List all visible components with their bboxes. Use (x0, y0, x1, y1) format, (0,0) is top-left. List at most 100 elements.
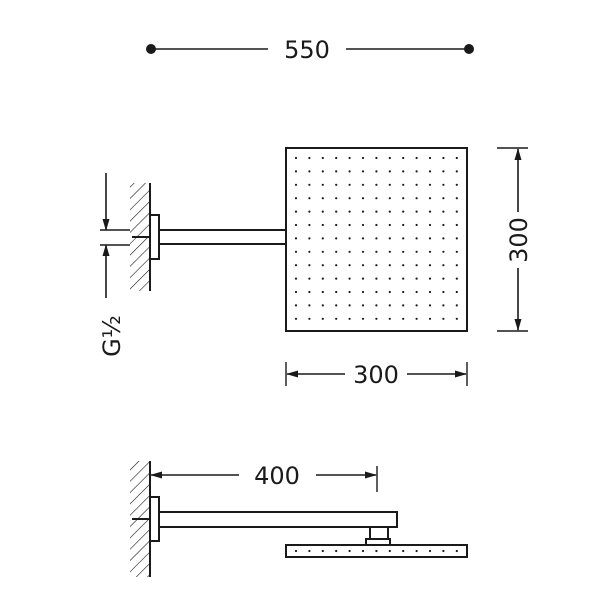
arm-length-label: 400 (254, 462, 300, 490)
nozzle-dot (442, 183, 445, 186)
side-nozzle-dot (428, 549, 432, 553)
nozzle-dot (361, 223, 365, 227)
nozzle-dot (402, 170, 405, 173)
nozzle-dot (335, 237, 338, 240)
nozzle-dot (428, 304, 432, 307)
shower-head-front (285, 147, 468, 332)
nozzle-dot (428, 290, 432, 294)
nozzle-dot (415, 183, 418, 186)
nozzle-dot (294, 250, 298, 253)
overall-width-label: 550 (284, 36, 330, 64)
shower-arm (158, 229, 287, 245)
nozzle-dot (361, 210, 365, 213)
nozzle-dot (308, 197, 311, 200)
nozzle-dot (294, 277, 298, 280)
nozzle-dot (308, 210, 311, 213)
nozzle-dot (442, 237, 445, 240)
nozzle-dot (375, 290, 378, 294)
nozzle-dot (442, 264, 445, 267)
nozzle-dot (361, 156, 365, 160)
nozzle-dot (294, 183, 298, 186)
nozzle-dot (361, 304, 365, 307)
nozzle-dot (308, 170, 311, 173)
nozzle-dot (402, 304, 405, 307)
nozzle-dot (442, 210, 445, 213)
nozzle-dot (442, 156, 445, 160)
nozzle-dot (348, 304, 351, 307)
nozzle-dot (402, 277, 405, 280)
nozzle-dot (348, 264, 351, 267)
nozzle-dot (294, 237, 298, 240)
nozzle-dot (415, 304, 418, 307)
side-nozzle-dot (442, 549, 445, 553)
nozzle-dot (388, 210, 391, 213)
nozzle-dot (348, 183, 351, 186)
nozzle-dot (415, 223, 418, 227)
side-nozzle-dot (335, 549, 338, 553)
side-view-arm (132, 496, 398, 546)
nozzle-dot (442, 304, 445, 307)
nozzle-dot (455, 304, 458, 307)
nozzle-dot (348, 317, 351, 320)
nozzle-dot (428, 183, 432, 186)
nozzle-dot (455, 223, 458, 227)
nozzle-dot (455, 156, 458, 160)
nozzle-dot (294, 264, 298, 267)
side-nozzle-row (294, 549, 458, 553)
nozzle-dot (455, 264, 458, 267)
head-height-dimension: 300 (497, 147, 533, 332)
nozzle-dot (321, 170, 324, 173)
nozzle-dot (361, 290, 365, 294)
nozzle-dot (321, 237, 324, 240)
nozzle-dot (321, 277, 324, 280)
nozzle-dot (428, 170, 432, 173)
nozzle-dot (335, 183, 338, 186)
nozzle-dot (294, 290, 298, 294)
nozzle-dot (415, 156, 418, 160)
nozzle-dot (442, 290, 445, 294)
nozzle-dot (375, 183, 378, 186)
nozzle-dot (335, 223, 338, 227)
nozzle-dot (321, 304, 324, 307)
nozzle-dot (321, 317, 324, 320)
nozzle-dot (428, 317, 432, 320)
nozzle-dot (455, 290, 458, 294)
nozzle-dot (455, 170, 458, 173)
head-height-label: 300 (505, 217, 533, 263)
side-nozzle-dot (361, 549, 365, 553)
nozzle-dot (308, 237, 311, 240)
nozzle-dot (308, 304, 311, 307)
nozzle-dot (388, 277, 391, 280)
nozzle-dot (375, 304, 378, 307)
nozzle-dot (321, 183, 324, 186)
nozzle-dot (375, 170, 378, 173)
nozzle-dot (442, 250, 445, 253)
nozzle-dot (348, 290, 351, 294)
nozzle-dot (375, 156, 378, 160)
nozzle-dot (402, 290, 405, 294)
nozzle-dot (321, 250, 324, 253)
nozzle-dot (335, 197, 338, 200)
nozzle-dot (428, 237, 432, 240)
nozzle-dot (361, 237, 365, 240)
nozzle-dot (455, 277, 458, 280)
head-width-dimension: 300 (285, 361, 468, 389)
shower-head-profile (285, 544, 468, 558)
nozzle-dot (442, 277, 445, 280)
shower-head-side (285, 544, 468, 558)
nozzle-dot (361, 277, 365, 280)
nozzle-dot (348, 277, 351, 280)
nozzle-dot (321, 290, 324, 294)
nozzle-dot (428, 223, 432, 227)
nozzle-dot (375, 210, 378, 213)
nozzle-dot (428, 250, 432, 253)
nozzle-dot (348, 237, 351, 240)
nozzle-dot (415, 170, 418, 173)
nozzle-dot (415, 264, 418, 267)
nozzle-dot (321, 264, 324, 267)
thread-dimension: G½ (98, 173, 130, 357)
nozzle-dot (428, 210, 432, 213)
nozzle-dot (402, 264, 405, 267)
thread-label: G½ (98, 315, 126, 357)
